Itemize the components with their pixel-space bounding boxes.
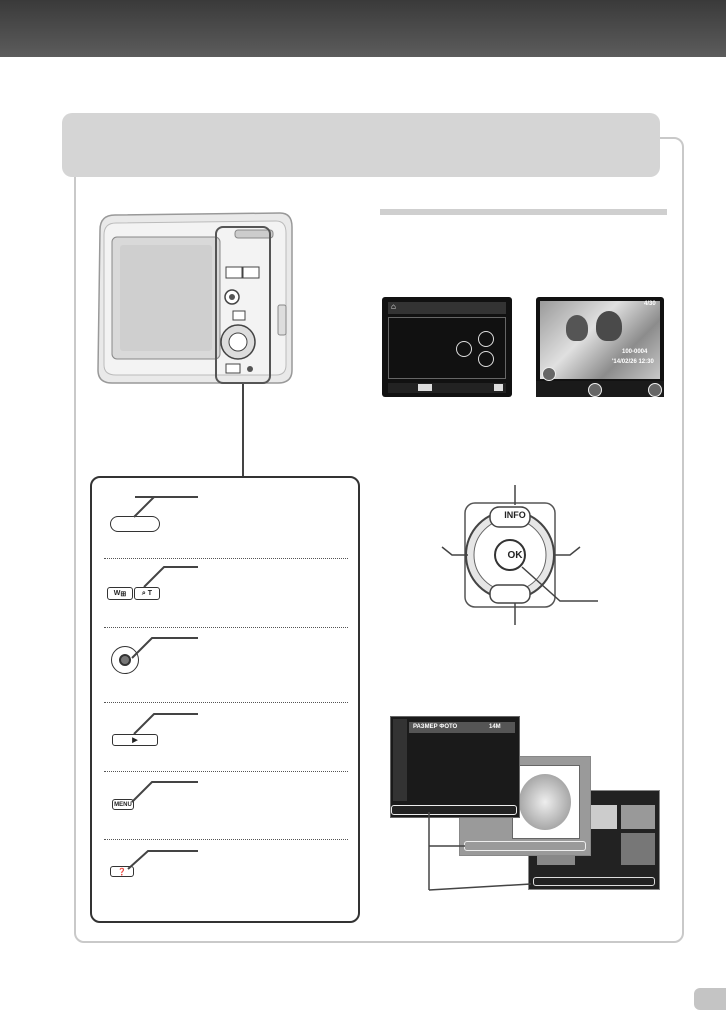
leader-line bbox=[133, 496, 198, 518]
connector-line bbox=[242, 384, 244, 478]
divider bbox=[104, 627, 348, 628]
leader-line bbox=[143, 566, 198, 588]
button-list-box bbox=[90, 476, 360, 923]
divider bbox=[104, 558, 348, 559]
camera-screen-playback: 4/30 100-0004 '14/02/26 12:30 bbox=[536, 297, 664, 397]
leader-line bbox=[133, 713, 198, 735]
thumb bbox=[621, 833, 655, 865]
info-label: INFO bbox=[504, 510, 526, 520]
zoom-t-key: ⌕ T bbox=[134, 587, 160, 600]
playback-key-icon: ▶ bbox=[112, 734, 158, 746]
menu-item-value: 14M bbox=[489, 724, 501, 730]
subsection-bar bbox=[380, 209, 667, 215]
leader-line bbox=[131, 637, 198, 659]
bracket-lines bbox=[428, 812, 532, 891]
record-key-icon bbox=[111, 646, 139, 674]
screen-footer bbox=[391, 805, 517, 815]
down-arrow-icon bbox=[648, 383, 662, 397]
zoom-w-label: W bbox=[113, 590, 121, 597]
up-arrow-icon bbox=[588, 383, 602, 397]
menu-key-icon: MENU bbox=[112, 799, 134, 810]
page-number-tab bbox=[694, 988, 726, 1010]
left-arrow-icon bbox=[542, 367, 556, 381]
playback-date: '14/02/26 12:30 bbox=[612, 359, 654, 365]
screen-footer bbox=[533, 877, 655, 886]
leader-line bbox=[127, 850, 198, 870]
playback-photo bbox=[540, 301, 660, 379]
header-band bbox=[0, 0, 726, 57]
help-key-icon: ❓ bbox=[110, 866, 134, 877]
rose-photo bbox=[512, 765, 580, 839]
section-title-bar bbox=[62, 113, 660, 177]
arrow-pad-diagram bbox=[441, 485, 598, 625]
menu-highlight-row bbox=[409, 722, 515, 733]
left-arrow-icon bbox=[456, 341, 472, 357]
camera-illustration bbox=[97, 212, 293, 384]
photo-person bbox=[566, 315, 588, 341]
divider bbox=[104, 702, 348, 703]
down-arrow-icon bbox=[478, 351, 494, 367]
zoom-w-key: W⊞ bbox=[107, 587, 133, 600]
screen-footer bbox=[388, 383, 506, 393]
divider bbox=[104, 839, 348, 840]
photo-person bbox=[596, 311, 622, 341]
playback-file-number: 100-0004 bbox=[622, 349, 648, 355]
rose-shape bbox=[519, 774, 571, 830]
ok-tag-icon bbox=[494, 384, 503, 391]
zoom-t-label: T bbox=[147, 590, 153, 597]
leader-line bbox=[131, 781, 198, 803]
screen-body bbox=[388, 317, 506, 379]
menu-tag-icon bbox=[418, 384, 432, 391]
menu-item-title: РАЗМЕР ФОТО bbox=[413, 724, 458, 730]
menu-key-label: MENU bbox=[114, 801, 132, 808]
home-icon: ⌂ bbox=[391, 302, 396, 311]
menu-screen: РАЗМЕР ФОТО 14M bbox=[390, 716, 520, 818]
button-highlight bbox=[215, 226, 271, 384]
record-dot-icon bbox=[119, 654, 131, 666]
camera-screen-home: ⌂ bbox=[382, 297, 512, 397]
menu-tab-column bbox=[393, 719, 407, 801]
thumb bbox=[621, 805, 655, 829]
screen-title-strip bbox=[388, 302, 506, 314]
up-arrow-icon bbox=[478, 331, 494, 347]
playback-counter: 4/30 bbox=[644, 301, 656, 307]
divider bbox=[104, 771, 348, 772]
ok-label: OK bbox=[507, 550, 523, 561]
